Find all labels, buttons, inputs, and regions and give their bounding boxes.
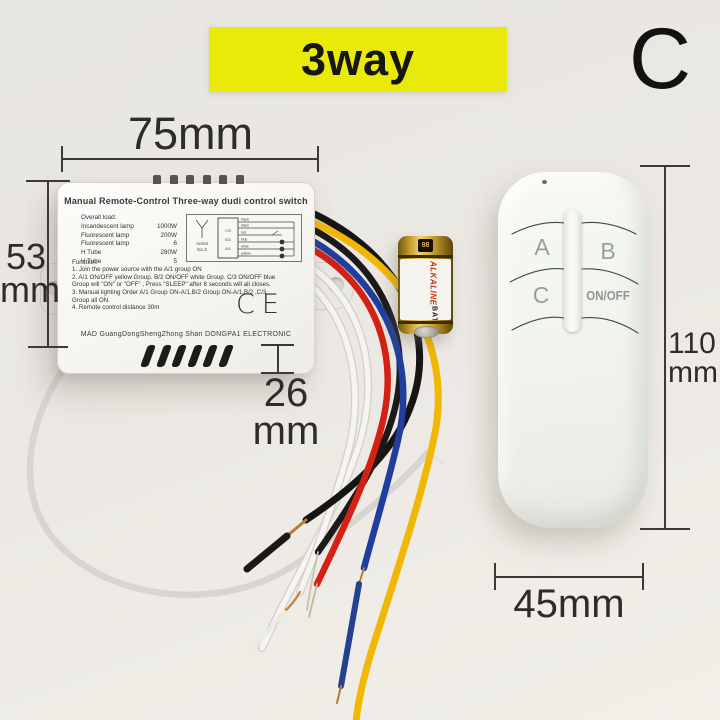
battery-type: BATTERY — [414, 306, 438, 320]
black-wire-1 — [302, 208, 424, 524]
dim-tick — [28, 346, 68, 348]
box-top-notches — [153, 175, 244, 184]
dim-line-75mm — [62, 158, 318, 160]
ce-mark: CE — [236, 289, 286, 320]
spec-row: Fluorescent lamp 6 — [81, 240, 177, 248]
overall-load-heading: Overall load: — [81, 214, 117, 221]
battery: 88 ALKALINE BATTERY 23A 12V MADE IN CHIN… — [398, 236, 453, 338]
battery-brand: ALKALINE — [428, 261, 438, 306]
remote-button-onoff: ON/OFF — [586, 289, 630, 303]
svg-text:black: black — [241, 224, 249, 228]
dim-tick — [494, 563, 496, 590]
dim-tick — [642, 563, 644, 590]
remote-button-c: C — [532, 282, 550, 308]
remote-button-grid-lines — [509, 221, 639, 334]
dim-label-75mm: 75mm — [127, 108, 254, 159]
dim-tick — [261, 372, 294, 374]
svg-text:white: white — [241, 245, 249, 249]
dim-line-45mm — [495, 576, 643, 578]
black-wire-1-copper — [285, 518, 308, 538]
white-wire-2-tip — [249, 609, 287, 653]
battery-bottom-ring — [398, 321, 453, 324]
remote-led-indicator — [542, 180, 547, 184]
spec-row: H Tube 280W — [81, 249, 177, 257]
dim-line-26mm — [277, 345, 279, 374]
svg-text:yellow: yellow — [241, 252, 251, 256]
svg-text:B/2: B/2 — [225, 238, 230, 242]
remote-button-a: A — [534, 234, 550, 260]
remote-control: A B C ON/OFF — [498, 172, 648, 528]
function-item: 1. Join the power source with the A/1 gr… — [72, 266, 202, 274]
dim-line-53mm — [47, 181, 49, 348]
dim-tick — [640, 528, 690, 530]
svg-text:black: black — [241, 218, 249, 222]
dim-label-53mm: 53 mm — [0, 236, 60, 311]
spec-row: Incandescent lamp 1000W — [81, 222, 177, 230]
box-label-title: Manual Remote-Control Three-way dudi con… — [64, 196, 308, 206]
white-wire-1 — [259, 263, 371, 651]
manufacturer-line: MAD GuangDongShengZhong Shan DONGPA1 ELE… — [80, 331, 292, 338]
blue-wire-segment-2 — [338, 581, 362, 689]
svg-text:A/1: A/1 — [225, 247, 230, 251]
remote-button-b: B — [600, 238, 616, 264]
black-wire-2 — [306, 224, 404, 556]
remote-center-bar — [564, 210, 581, 332]
variant-banner-label: 3way — [300, 33, 416, 85]
svg-text:C/3: C/3 — [225, 229, 231, 233]
dim-label-110mm: 110 mm — [668, 327, 718, 389]
spec-row: Fluorescent lamp 200W — [81, 231, 177, 239]
red-wire — [306, 244, 391, 588]
dim-line-110mm — [664, 166, 666, 530]
function-heading: Function: — [72, 259, 98, 266]
antenna-wire — [26, 358, 432, 599]
function-item: 4. Remote control distance 30m — [72, 304, 160, 312]
wiring-diagram: Aerial No.3 C/3 B/2 A/1 — [186, 214, 302, 267]
blue-wire-copper-2 — [336, 685, 342, 704]
dim-label-45mm: 45mm — [513, 582, 625, 626]
aerial-label-1: Aerial — [196, 241, 208, 246]
box-specs: Overall load: Incandescent lamp 1000W Fl… — [81, 214, 181, 267]
battery-brand-logo: 88 — [418, 239, 433, 252]
black-wire-1-cut-end — [243, 532, 291, 573]
box-function-list: Function: 1. Join the power source with … — [72, 259, 284, 312]
dim-tick — [61, 146, 63, 172]
svg-text:red: red — [241, 231, 246, 235]
black-wire-2-strands — [306, 551, 319, 611]
dim-tick — [317, 146, 319, 172]
control-box: Manual Remote-Control Three-way dudi con… — [57, 175, 315, 374]
spec-row: H Tube 5 — [81, 258, 177, 266]
antenna-symbol — [195, 219, 209, 238]
svg-text:blue: blue — [241, 238, 248, 242]
red-wire-strands — [308, 583, 318, 618]
battery-top-ring — [398, 255, 453, 258]
box-bottom-vents — [139, 345, 234, 367]
variant-banner: 3way — [209, 27, 507, 92]
receiver-symbol — [217, 217, 239, 259]
aerial-label-2: No.3 — [197, 247, 207, 252]
dim-label-26mm: 26 mm — [252, 371, 320, 453]
battery-terminal — [414, 326, 439, 338]
variant-letter: C — [628, 11, 692, 107]
battery-label: ALKALINE BATTERY 23A 12V MADE IN CHINA — [400, 259, 451, 320]
function-item: 3. Manual lighting Order A/1 Group ON-A/… — [72, 289, 267, 304]
dim-tick — [26, 180, 70, 182]
blue-wire — [307, 236, 407, 572]
dim-tick — [261, 344, 294, 346]
function-item: 2. A/1 ON/OFF yellow Group. B/2 ON/OFF w… — [72, 274, 276, 289]
dim-tick — [640, 165, 690, 167]
